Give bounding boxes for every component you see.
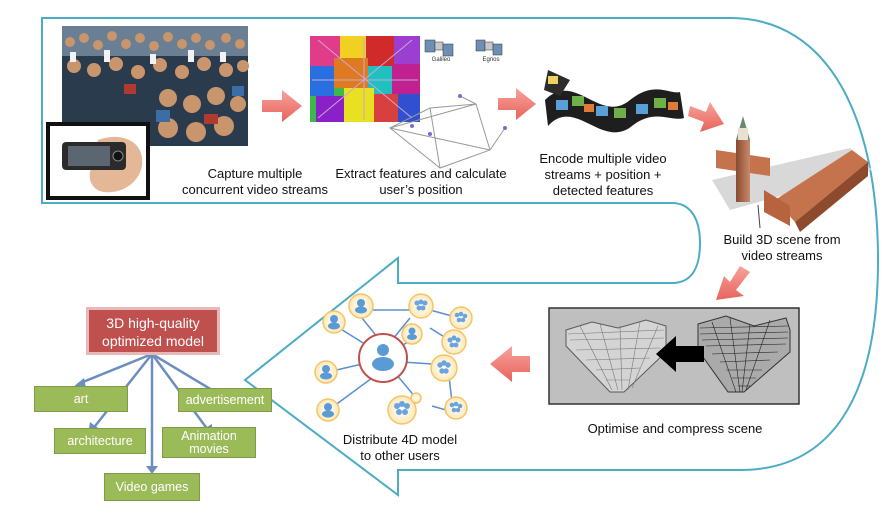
step-optimise-label: Optimise and compress scene (587, 421, 763, 436)
step-extract-line-1: Extract features and calculate (335, 166, 507, 181)
3d-building-image (712, 116, 872, 232)
use-box-architecture: architecture (54, 428, 146, 454)
satellite-icon (475, 39, 503, 56)
use-box-art: art (34, 386, 128, 412)
phone-camera-inset (46, 122, 150, 200)
step-encode-line-3: detected features (552, 183, 654, 198)
satellite-icon (424, 39, 454, 57)
step-distribute-line-2: to other users (360, 448, 440, 463)
flow-arrow-2 (498, 88, 536, 120)
step-capture-label: Capture multiple concurrent video stream… (180, 166, 330, 198)
use-animation-line-1: Animation (181, 429, 237, 443)
step-distribute-line-1: Distribute 4D model (342, 432, 458, 447)
step-encode-label: Encode multiple video streams + position… (528, 151, 678, 199)
flow-arrow-5 (490, 346, 530, 382)
use-box-advertisement: advertisement (178, 388, 272, 412)
flow-arrow-1 (262, 90, 302, 122)
step-extract-label: Extract features and calculate user’s po… (326, 166, 516, 198)
step-encode-line-1: Encode multiple video (539, 151, 667, 166)
flow-arrow-4 (716, 266, 750, 300)
step-extract-line-2: user’s position (379, 182, 463, 197)
feature-map-image (310, 36, 507, 169)
model-title-box: 3D high-quality optimized model (86, 307, 220, 355)
flow-arrow-3 (688, 102, 724, 132)
use-animation-line-2: movies (189, 442, 229, 456)
distribution-network (314, 293, 473, 425)
step-capture-line-1: Capture multiple (207, 166, 303, 181)
step-capture-line-2: concurrent video streams (182, 182, 328, 197)
step-build-line-1: Build 3D scene from (723, 232, 841, 247)
step-distribute-label: Distribute 4D model to other users (330, 432, 470, 464)
satellite-label-egnos: Egnos (482, 57, 500, 63)
use-box-video-games: Video games (104, 473, 200, 501)
use-box-animation-movies: Animation movies (162, 427, 256, 458)
compress-arrow-icon (656, 336, 704, 372)
satellite-label-galileo: Galileo (431, 57, 451, 63)
film-strip-image (544, 70, 684, 133)
step-build-label: Build 3D scene from video streams (712, 232, 852, 264)
step-build-line-2: video streams (741, 248, 823, 263)
model-title-line-2: optimized model (102, 333, 204, 349)
mesh-compare-panel (548, 307, 800, 405)
step-encode-line-2: streams + position + (544, 167, 662, 182)
model-title-line-1: 3D high-quality (106, 315, 200, 331)
